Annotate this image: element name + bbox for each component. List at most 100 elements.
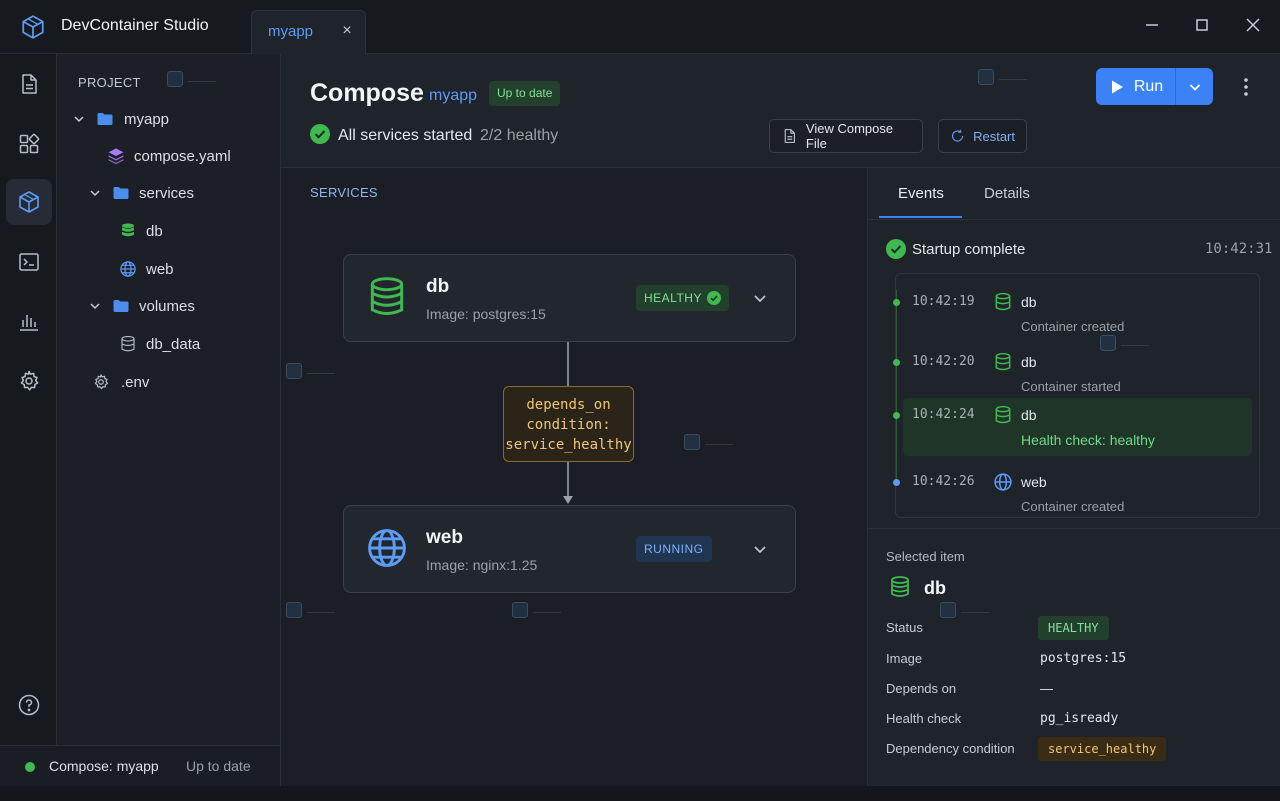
- check-circle-icon: [706, 291, 721, 305]
- activity-explorer[interactable]: [6, 61, 52, 107]
- tree-item-services[interactable]: services: [88, 178, 194, 208]
- activity-bar: [0, 54, 57, 745]
- service-card-db[interactable]: db Image: postgres:15 HEALTHY: [343, 254, 796, 342]
- event-row[interactable]: 10:42:26 web Container created: [893, 460, 1252, 518]
- dependency-label: depends_on condition: service_healthy: [503, 386, 634, 462]
- prop-label-health-check: Health check: [886, 711, 962, 726]
- watermark-icon: [1100, 335, 1149, 351]
- run-dropdown-button[interactable]: [1176, 68, 1213, 105]
- explorer-section-title: PROJECT: [78, 75, 141, 90]
- tab-events[interactable]: Events: [898, 185, 944, 202]
- play-icon: [1111, 80, 1123, 93]
- gear-icon: [94, 374, 109, 390]
- watermark-icon: [286, 363, 335, 379]
- prop-value-depends-on: —: [1040, 681, 1053, 696]
- status-sync: Up to date: [186, 758, 251, 774]
- watermark-icon: [978, 69, 1027, 85]
- event-time: 10:42:20: [912, 354, 975, 369]
- tab-details[interactable]: Details: [984, 185, 1030, 202]
- chevron-down-icon: [1189, 83, 1200, 91]
- status-badge-label: RUNNING: [644, 542, 704, 556]
- activity-help[interactable]: [6, 682, 52, 728]
- close-window-button[interactable]: [1243, 15, 1263, 35]
- tab-label: myapp: [268, 23, 314, 40]
- file-icon: [22, 74, 37, 94]
- run-label: Run: [1133, 77, 1164, 95]
- tab-myapp[interactable]: myapp ×: [251, 10, 366, 54]
- event-time: 10:42:19: [912, 294, 975, 309]
- tree-item-volumes[interactable]: volumes: [88, 291, 195, 321]
- run-divider: [1175, 68, 1176, 105]
- status-indicator: [25, 762, 35, 772]
- cube-icon: [19, 191, 39, 213]
- activity-metrics[interactable]: [6, 298, 52, 344]
- run-button[interactable]: Run: [1096, 68, 1176, 105]
- activity-settings[interactable]: [6, 358, 52, 404]
- service-name: db: [426, 276, 450, 297]
- activity-terminal[interactable]: [6, 239, 52, 285]
- status-compose[interactable]: Compose: myapp: [49, 758, 159, 774]
- check-circle-icon: [886, 239, 906, 259]
- maximize-icon: [1196, 19, 1208, 31]
- activity-containers[interactable]: [6, 179, 52, 225]
- event-list: [895, 273, 1260, 518]
- page-title: Compose: [310, 79, 424, 107]
- event-description: Container created: [1021, 499, 1125, 514]
- minimize-button[interactable]: [1142, 15, 1162, 35]
- more-vertical-icon[interactable]: [1236, 76, 1256, 98]
- services-status: All services started: [338, 127, 473, 144]
- chevron-down-icon[interactable]: [751, 540, 769, 558]
- tree-item-label: compose.yaml: [134, 147, 231, 165]
- event-service: db: [1021, 294, 1037, 310]
- status-badge: HEALTHY: [1038, 616, 1109, 640]
- tree-item-label: web: [146, 260, 174, 278]
- activity-extensions[interactable]: [6, 121, 52, 167]
- chevron-down-icon[interactable]: [751, 289, 769, 307]
- restart-button[interactable]: Restart: [938, 119, 1027, 153]
- events-header: Startup complete: [912, 241, 1026, 258]
- close-icon[interactable]: ×: [342, 22, 352, 39]
- project-link[interactable]: myapp: [429, 87, 478, 104]
- timeline-dot: [893, 479, 900, 486]
- database-icon: [122, 223, 134, 237]
- check-circle-icon: [310, 124, 330, 144]
- folder-icon: [97, 113, 113, 125]
- tree-item-db-data[interactable]: db_data: [119, 329, 200, 359]
- globe-icon: [120, 261, 136, 277]
- prop-label-depends-on: Depends on: [886, 681, 957, 696]
- details-panel: Events Details Startup complete 10:42:31…: [867, 168, 1280, 786]
- event-description: Container created: [1021, 319, 1125, 334]
- tree-item-compose-yaml[interactable]: compose.yaml: [107, 141, 231, 171]
- prop-value-image: postgres:15: [1040, 651, 1127, 666]
- event-row[interactable]: 10:42:19 db Container created: [893, 280, 1252, 338]
- service-card-web[interactable]: web Image: nginx:1.25 RUNNING: [343, 505, 796, 593]
- timeline-dot: [893, 412, 900, 419]
- gear-icon: [20, 370, 39, 391]
- tree-item-db[interactable]: db: [119, 216, 163, 246]
- dependency-line: [567, 342, 569, 386]
- tree-item-web[interactable]: web: [119, 254, 174, 284]
- chevron-down-icon: [90, 190, 100, 197]
- tree-item-env[interactable]: .env: [92, 367, 149, 397]
- explorer-panel: PROJECT myapp compose.yaml services db w…: [57, 54, 281, 745]
- button-label: View Compose File: [805, 121, 894, 151]
- event-row[interactable]: 10:42:20 db Container started: [893, 340, 1252, 398]
- tree-item-label: myapp: [124, 110, 170, 128]
- database-icon: [995, 292, 1011, 311]
- tree-item-myapp[interactable]: myapp: [72, 104, 169, 134]
- event-row-highlighted[interactable]: 10:42:24 db Health check: healthy: [893, 398, 1252, 456]
- title-bar: DevContainer Studio myapp ×: [0, 0, 1280, 54]
- maximize-button[interactable]: [1192, 15, 1212, 35]
- chevron-down-icon: [90, 303, 100, 310]
- view-compose-file-button[interactable]: View Compose File: [769, 119, 923, 153]
- compose-header: Compose myapp Up to date All services st…: [281, 54, 1280, 168]
- database-icon: [370, 277, 404, 315]
- terminal-icon: [19, 253, 39, 271]
- event-service: db: [1021, 354, 1037, 370]
- active-tab-indicator: [879, 216, 962, 218]
- event-description: Health check: healthy: [1021, 432, 1155, 448]
- watermark-icon: [940, 602, 989, 618]
- dependency-line3: service_healthy: [505, 437, 632, 453]
- condition-badge: service_healthy: [1038, 737, 1167, 761]
- section-divider: [868, 528, 1280, 529]
